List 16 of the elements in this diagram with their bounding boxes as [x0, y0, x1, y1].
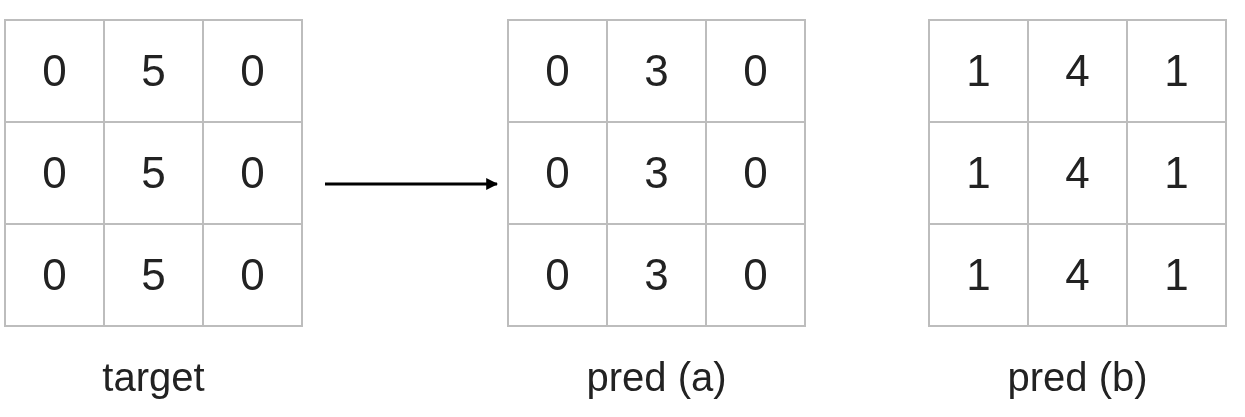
table-cell: 0 [4, 223, 105, 327]
table-cell: 1 [928, 223, 1029, 327]
table-cell: 0 [4, 19, 105, 123]
table-cell: 0 [507, 19, 608, 123]
table-cell: 1 [1126, 223, 1227, 327]
table-cell: 0 [705, 223, 806, 327]
arrow [325, 178, 499, 190]
grid-caption: pred (a) [586, 355, 727, 399]
table-cell: 0 [202, 19, 303, 123]
table-cell: 0 [202, 223, 303, 327]
table-cell: 1 [928, 19, 1029, 123]
grid-caption: target [102, 355, 205, 399]
table-cell: 0 [705, 19, 806, 123]
table-cell: 0 [507, 223, 608, 327]
table-cell: 1 [1126, 19, 1227, 123]
grid-caption: pred (b) [1007, 355, 1148, 399]
